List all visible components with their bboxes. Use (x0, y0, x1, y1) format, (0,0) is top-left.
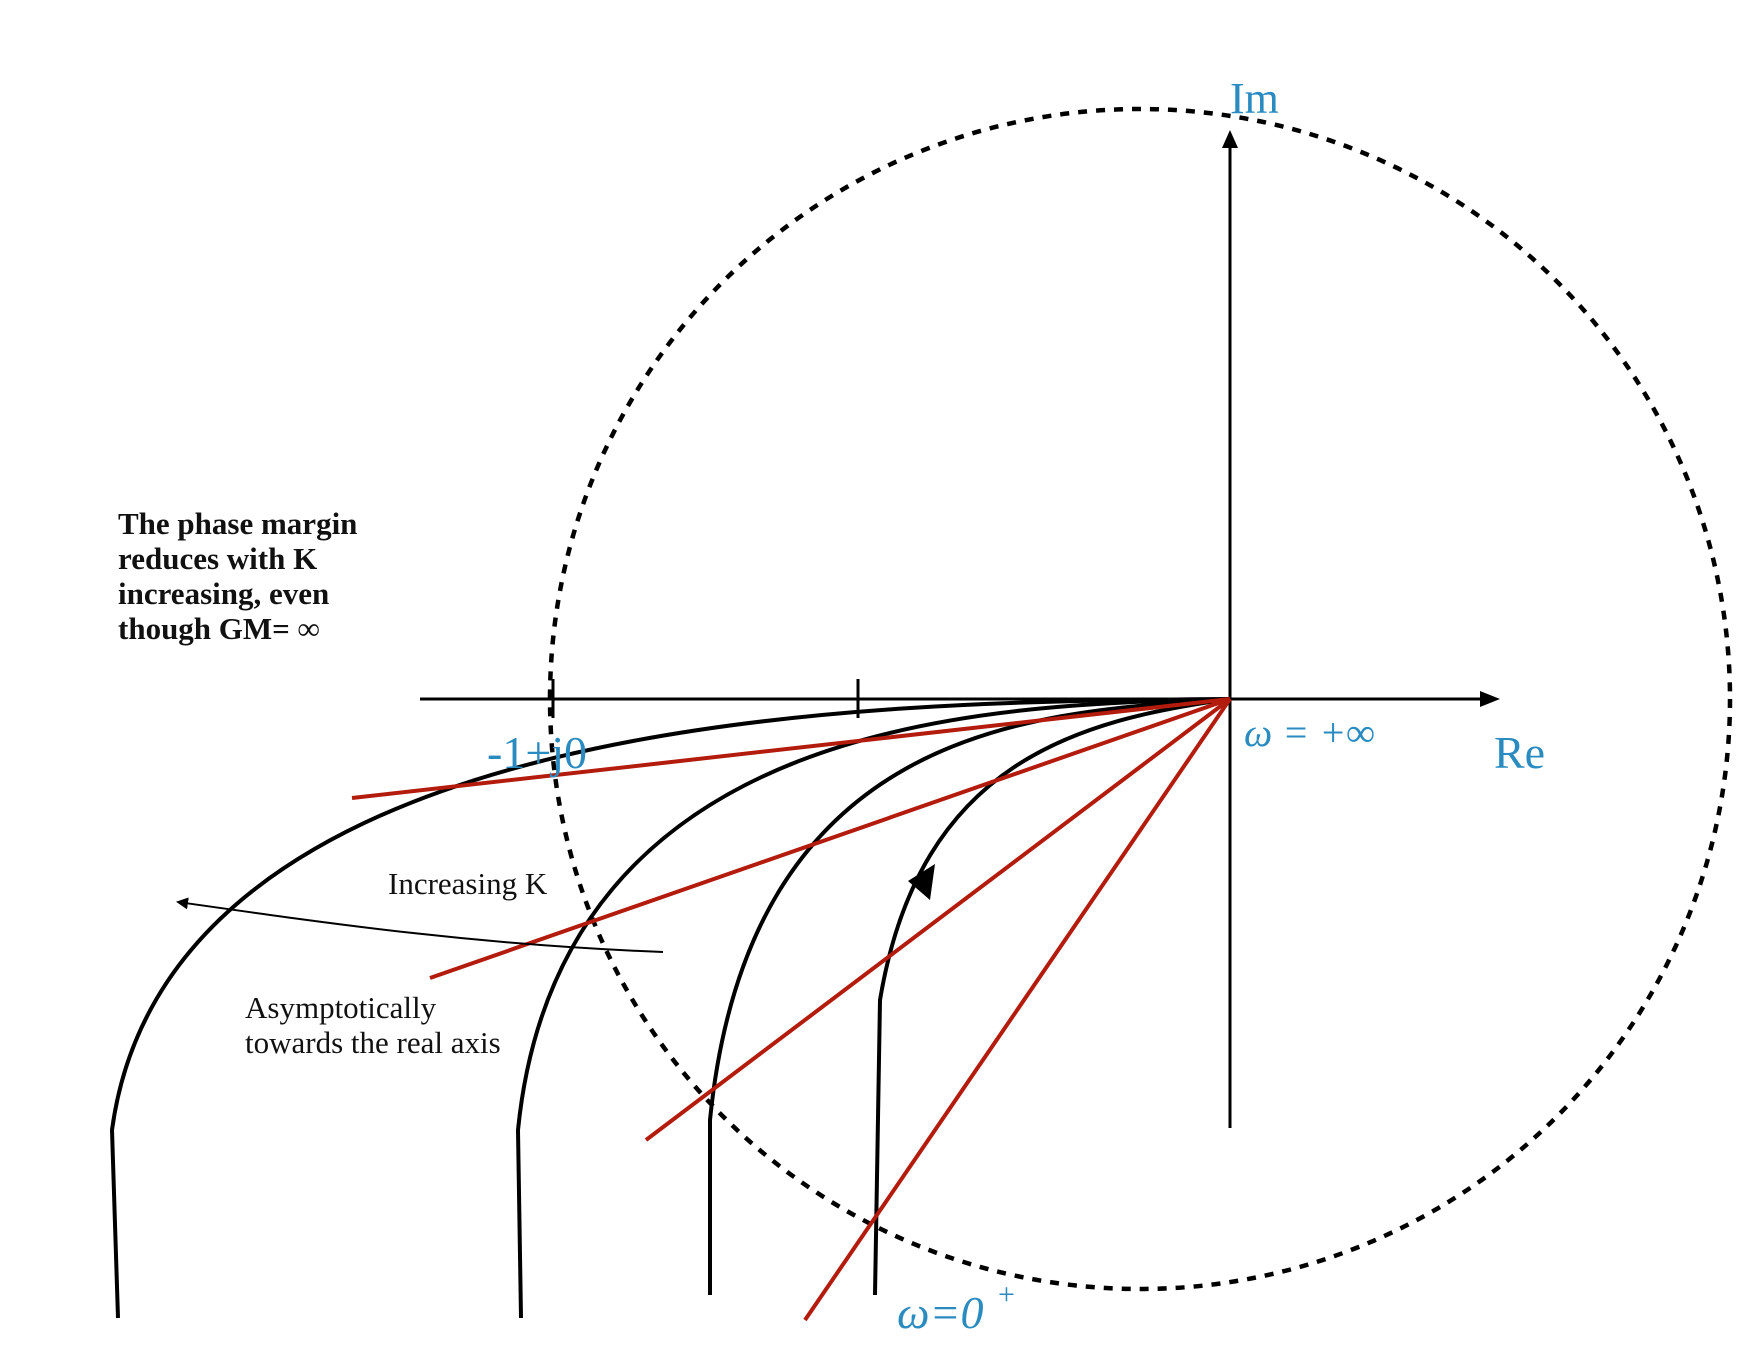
re-axis-label: Re (1494, 727, 1545, 778)
im-axis-label: Im (1230, 74, 1279, 123)
phase-ray-3 (644, 697, 1232, 1142)
increasing-k-label: Increasing K (388, 866, 548, 901)
nyquist-curve-k3 (515, 697, 1231, 1319)
nyquist-curve-k2 (708, 697, 1231, 1295)
nyquist-curve-k4 (109, 697, 1231, 1319)
asymptotic-note: Asymptotically towards the real axis (245, 990, 501, 1060)
curve-direction-arrow (908, 864, 935, 900)
phase-margin-note: The phase margin reduces with K increasi… (118, 506, 358, 646)
increasing-k-arrow (176, 897, 664, 953)
unit-circle (547, 106, 1733, 1292)
omega-infinity-label: ω = +∞ (1244, 710, 1375, 755)
phase-ray-1 (351, 697, 1231, 800)
omega-zero-label: ω=0 (897, 1287, 984, 1338)
nyquist-curve-k1 (873, 697, 1231, 1296)
critical-point-label: -1+j0 (487, 727, 587, 778)
phase-ray-4 (803, 697, 1232, 1322)
omega-zero-superscript: + (998, 1278, 1015, 1311)
phase-ray-2 (429, 697, 1231, 980)
imaginary-axis-arrowhead (1222, 130, 1238, 148)
real-axis-arrowhead (1480, 691, 1500, 707)
